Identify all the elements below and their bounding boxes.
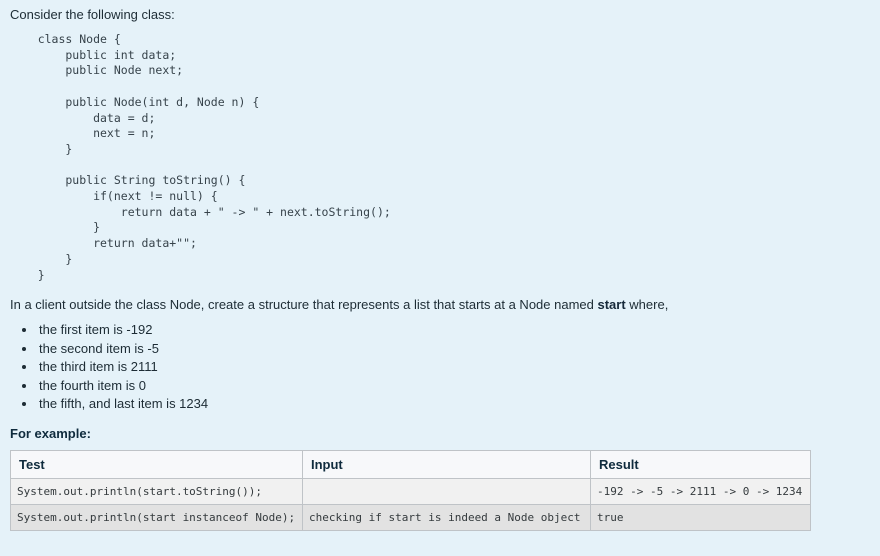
example-heading: For example: — [10, 425, 91, 441]
code-block: class Node { public int data; public Nod… — [37, 32, 391, 282]
requirements-list: the first item is -192 the second item i… — [10, 321, 870, 414]
column-header-result: Result — [590, 449, 811, 479]
input-cell — [302, 477, 591, 505]
list-item: the second item is -5 — [37, 340, 870, 359]
result-cell: -192 -> -5 -> 2111 -> 0 -> 1234 — [590, 477, 811, 505]
test-cell: System.out.println(start.toString()); — [10, 477, 303, 505]
table-row: System.out.println(start.toString()); -1… — [10, 477, 811, 505]
task-paragraph: In a client outside the class Node, crea… — [10, 297, 870, 313]
table-row: System.out.println(start instanceof Node… — [10, 503, 811, 531]
list-item: the fifth, and last item is 1234 — [37, 395, 870, 414]
test-cell: System.out.println(start instanceof Node… — [10, 503, 303, 531]
examples-table: Test Input Result System.out.println(sta… — [10, 449, 811, 531]
column-header-test: Test — [10, 449, 303, 479]
list-item: the fourth item is 0 — [37, 377, 870, 396]
task-text-prefix: In a client outside the class Node, crea… — [10, 297, 598, 313]
column-header-input: Input — [302, 449, 591, 479]
table-header-row: Test Input Result — [10, 449, 811, 479]
question-description: Consider the following class: class Node… — [0, 0, 880, 531]
input-cell: checking if start is indeed a Node objec… — [302, 503, 591, 531]
list-item: the third item is 2111 — [37, 358, 870, 377]
list-item: the first item is -192 — [37, 321, 870, 340]
task-text-suffix: where, — [625, 297, 669, 313]
result-cell: true — [590, 503, 811, 531]
task-variable-name: start — [597, 297, 626, 313]
intro-text: Consider the following class: — [10, 7, 175, 22]
